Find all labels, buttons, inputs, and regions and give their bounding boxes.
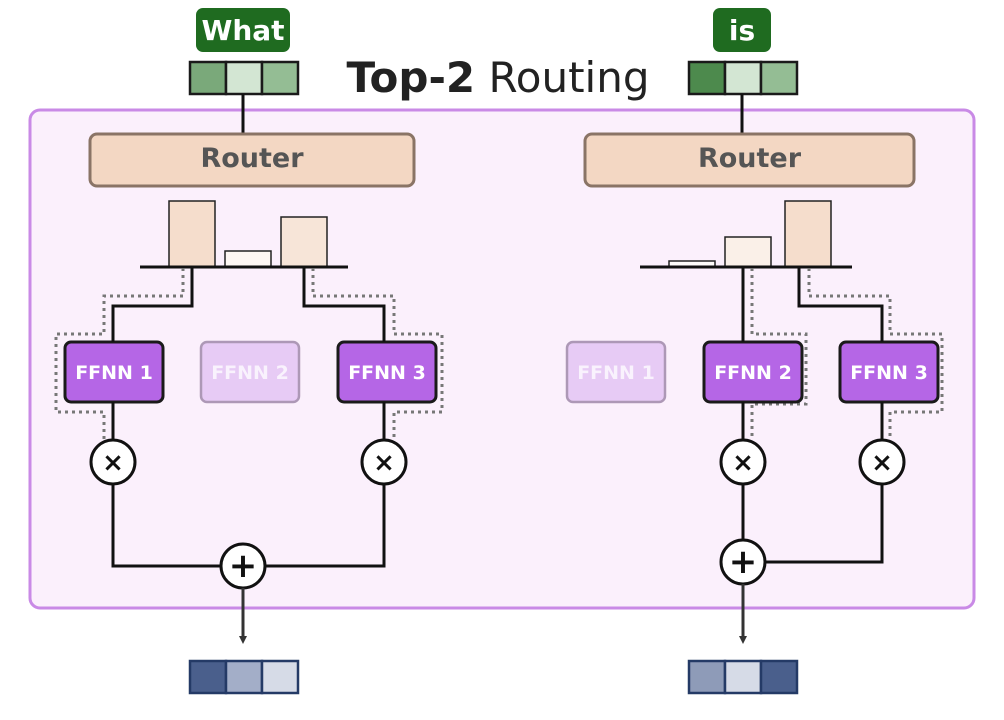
router-probability-bar (784, 200, 832, 268)
output-embedding-cell (687, 659, 727, 695)
output-embedding-cell (188, 659, 228, 695)
router-label: Router (698, 143, 802, 174)
router-probability-bar (280, 216, 328, 268)
input-embedding-cell (224, 60, 264, 96)
output-embedding-cell (723, 659, 763, 695)
title-bold: Top-2 (346, 53, 475, 102)
multiply-symbol: × (102, 448, 124, 478)
router-to-expert-wire (797, 268, 884, 342)
expert-label: FFNN 1 (75, 362, 153, 384)
expert-box-active (702, 340, 804, 404)
multiply-node (360, 438, 408, 486)
multiply-symbol: × (373, 448, 395, 478)
multiply-symbol: × (732, 448, 754, 478)
input-embedding-cell (260, 60, 300, 96)
sum-wire (111, 485, 386, 568)
input-embedding-cell (687, 60, 727, 96)
output-embedding-cell (260, 659, 300, 695)
router-to-expert-wire (302, 268, 386, 342)
expert-label: FFNN 3 (348, 362, 426, 384)
token-label: is (729, 14, 755, 47)
token-label-bg (196, 8, 290, 52)
multiply-node (89, 438, 137, 486)
title-rest: Routing (475, 53, 649, 102)
selection-dotted-path (311, 268, 444, 440)
expert-label: FFNN 1 (577, 362, 655, 384)
router-label: Router (200, 143, 304, 174)
selection-dotted-path (54, 268, 185, 440)
add-symbol: + (229, 546, 258, 586)
selection-dotted-path (750, 268, 808, 440)
router-probability-bar (168, 200, 216, 268)
sum-wire (741, 485, 884, 564)
expert-label: FFNN 3 (850, 362, 928, 384)
expert-box-inactive (565, 340, 667, 404)
router-probability-bar (224, 250, 272, 268)
add-symbol: + (729, 542, 758, 582)
expert-label: FFNN 2 (211, 362, 289, 384)
router-probability-bar (724, 236, 772, 268)
input-embedding-cell (723, 60, 763, 96)
router-box (88, 132, 416, 188)
expert-label: FFNN 2 (714, 362, 792, 384)
input-embedding-cell (188, 60, 228, 96)
multiply-symbol: × (871, 448, 893, 478)
diagram-title: Top-2 Routing (346, 53, 649, 102)
token-label: What (201, 14, 284, 47)
output-embedding-cell (224, 659, 264, 695)
token-label-bg (713, 8, 771, 52)
multiply-node (858, 438, 906, 486)
expert-box-active (336, 340, 438, 404)
expert-box-active (838, 340, 940, 404)
output-embedding-cell (759, 659, 799, 695)
router-to-expert-wire (111, 268, 194, 342)
multiply-node (719, 438, 767, 486)
expert-box-inactive (199, 340, 301, 404)
router-box (583, 132, 916, 188)
input-embedding-cell (759, 60, 799, 96)
